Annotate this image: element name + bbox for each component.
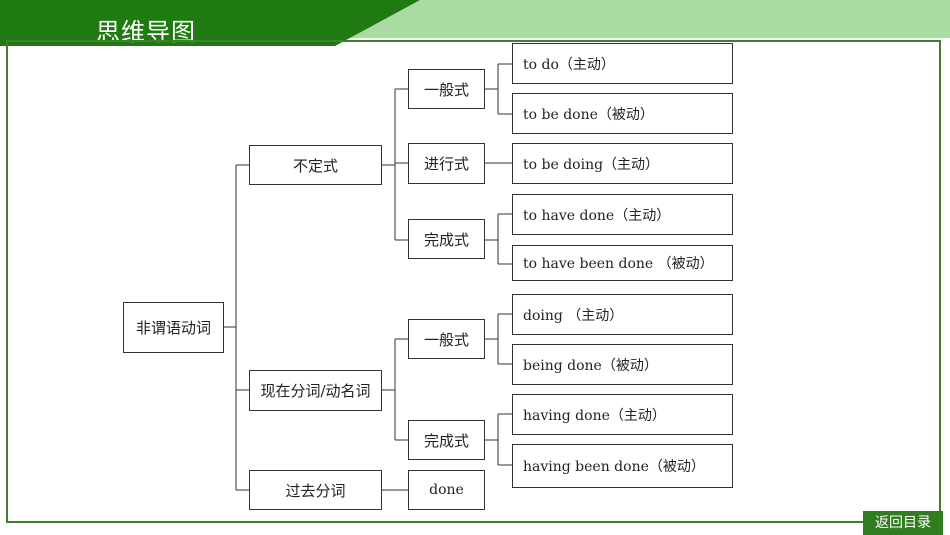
leaf-item: to be doing（主动）: [512, 143, 733, 184]
root-node: 非谓语动词: [123, 302, 224, 353]
form-progressive: 进行式: [408, 143, 485, 184]
content-frame: [6, 40, 941, 523]
form-simple: 一般式: [408, 69, 485, 109]
form-simple: 一般式: [408, 319, 485, 359]
leaf-item: to do（主动）: [512, 43, 733, 84]
leaf-item: being done（被动）: [512, 344, 733, 385]
header-banner: [0, 0, 950, 46]
leaf-item: to have been done （被动）: [512, 245, 733, 281]
leaf-item: having done（主动）: [512, 394, 733, 435]
branch-present-participle: 现在分词/动名词: [249, 370, 382, 411]
leaf-item: having been done（被动）: [512, 444, 733, 488]
branch-infinitive: 不定式: [249, 145, 382, 185]
branch-past-participle: 过去分词: [249, 470, 382, 510]
form-perfect: 完成式: [408, 219, 485, 259]
form-done: done: [408, 470, 485, 510]
leaf-item: doing （主动）: [512, 294, 733, 335]
leaf-item: to be done（被动）: [512, 93, 733, 134]
form-perfect: 完成式: [408, 420, 485, 460]
leaf-item: to have done（主动）: [512, 194, 733, 235]
back-to-contents-button[interactable]: 返回目录: [863, 511, 943, 535]
